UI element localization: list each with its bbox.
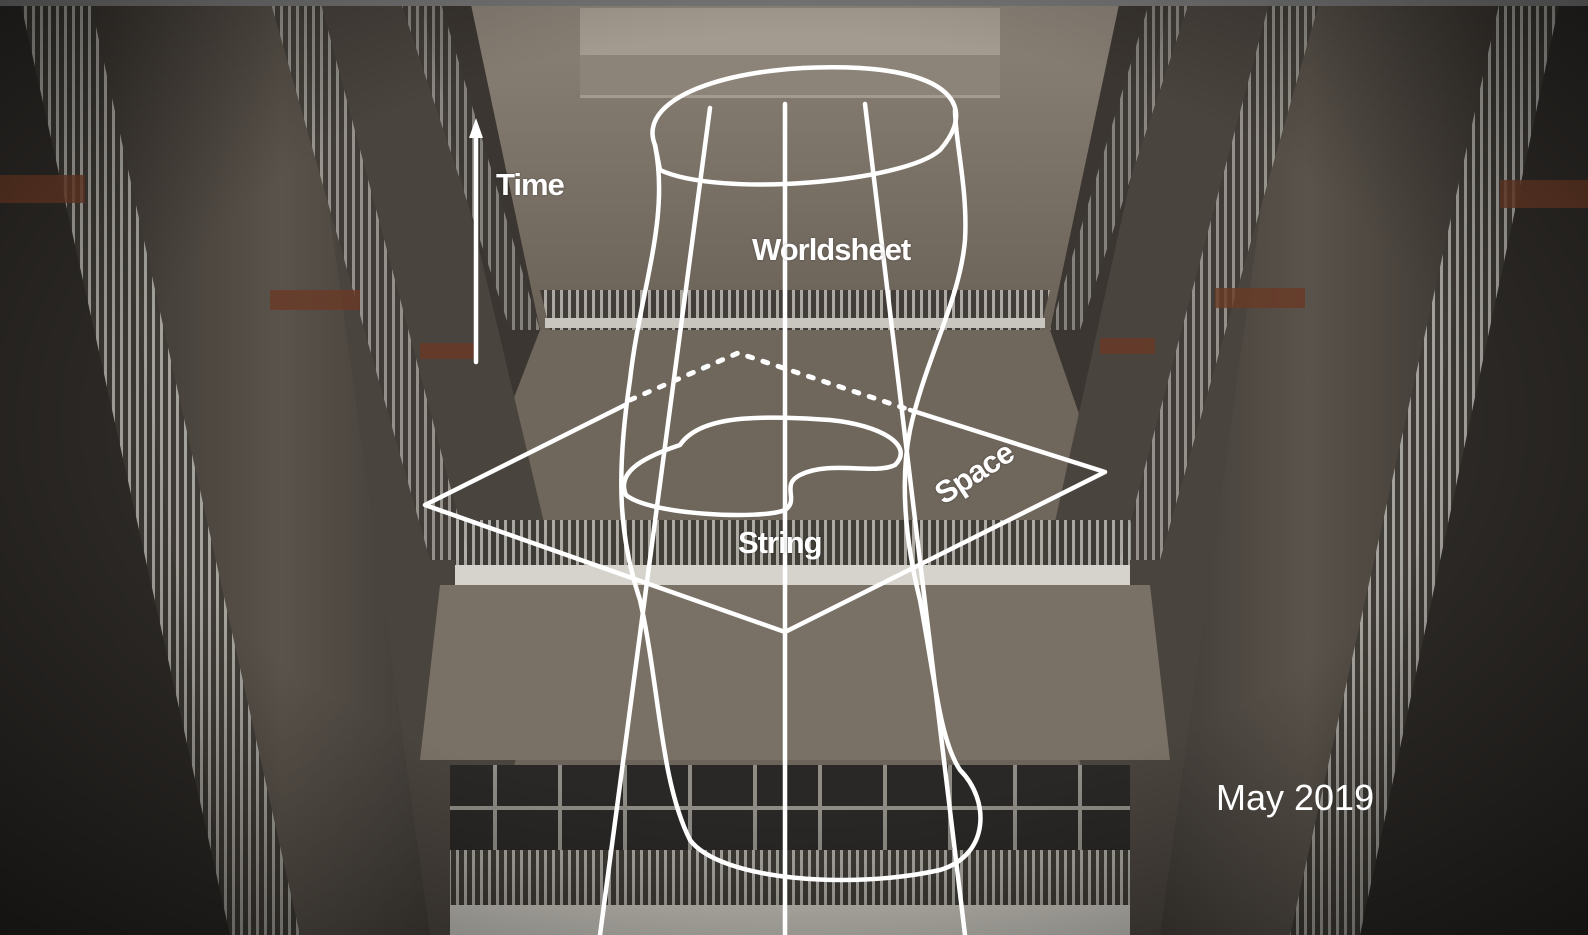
worldsheet-label: Worldsheet (752, 232, 910, 268)
string-label: String (738, 525, 822, 561)
date-caption: May 2019 (1216, 777, 1374, 819)
time-label: Time (496, 167, 564, 203)
